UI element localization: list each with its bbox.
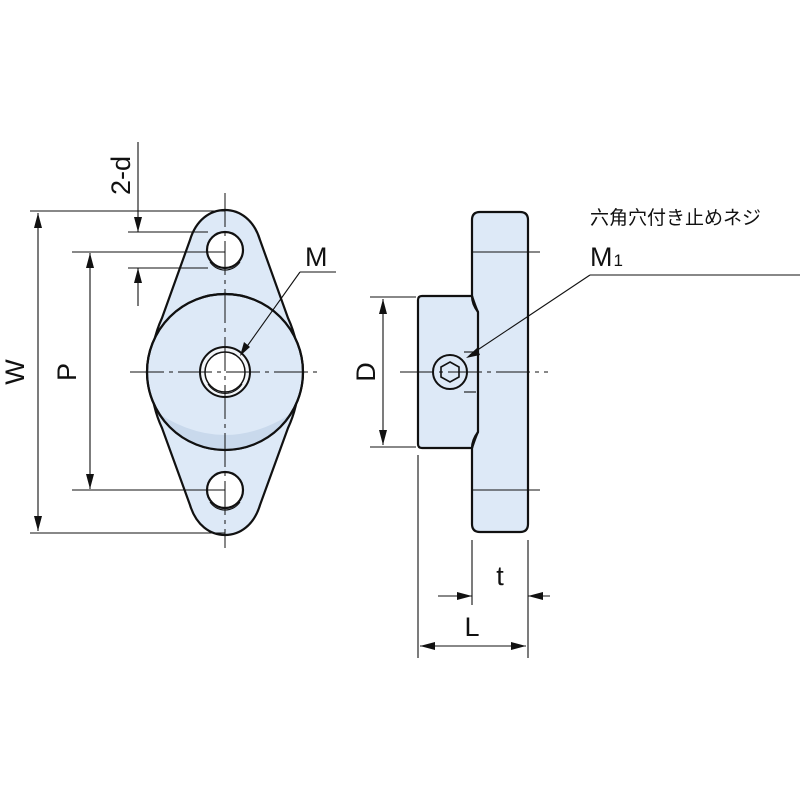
front-view-dimensions	[30, 142, 336, 534]
label-D: D	[351, 362, 381, 382]
label-t: t	[496, 561, 504, 591]
labels: 2-d W P M D 六角穴付き止めネジ M1 t L	[0, 156, 761, 642]
label-P: P	[52, 363, 82, 381]
side-view-dimensions	[370, 274, 800, 658]
front-view	[130, 193, 320, 548]
label-2-d: 2-d	[106, 156, 136, 195]
label-M: M	[305, 242, 328, 272]
label-setscrew-thread: M1	[590, 242, 623, 272]
side-view	[400, 210, 548, 534]
hex-socket-icon	[440, 361, 460, 383]
label-W: W	[0, 359, 30, 385]
label-setscrew-desc: 六角穴付き止めネジ	[590, 207, 761, 229]
label-L: L	[464, 612, 479, 642]
